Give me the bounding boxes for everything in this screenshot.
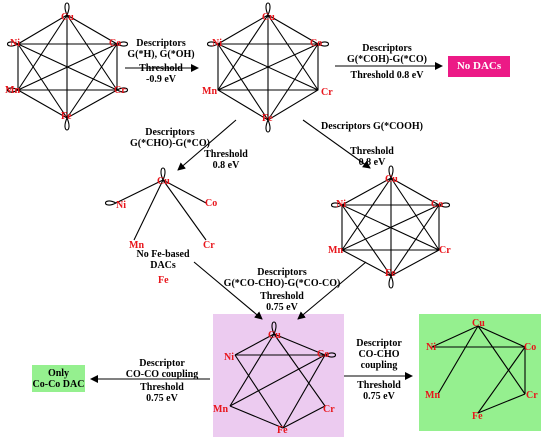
step4-line1: Descriptors G(*COOH) xyxy=(321,121,423,132)
cluster-6-cu: Cu xyxy=(472,318,485,329)
cluster-5-co: Co xyxy=(317,349,330,360)
cluster-3-cr: Cr xyxy=(203,240,215,251)
cluster-1-cr: Cr xyxy=(114,85,126,96)
cluster-3-cu: Cu xyxy=(157,176,170,187)
cluster-2-fe: Fe xyxy=(262,113,273,124)
cluster-6-cr: Cr xyxy=(526,390,538,401)
step6-line3: Threshold xyxy=(140,382,184,393)
step7-line3: coupling xyxy=(360,360,398,371)
cluster-1 xyxy=(6,2,129,131)
cluster-2-ni: Ni xyxy=(212,38,222,49)
step5-line2: G(*CO-CHO)-G(*CO-CO) xyxy=(223,278,341,289)
step4-line2: Threshold xyxy=(350,146,394,157)
step3-threshold: Threshold 0.8 eV xyxy=(200,149,252,171)
cluster-1-mn: Mn xyxy=(5,85,20,96)
only-co-co-text: Only Co-Co DAC xyxy=(32,368,85,390)
step1-text: Descriptors G(*H), G(*OH) Threshold -0.9… xyxy=(120,38,202,85)
cluster-4-cu: Cu xyxy=(385,174,398,185)
cluster-2-co: Co xyxy=(310,38,323,49)
cluster-4-mn: Mn xyxy=(328,245,343,256)
no-fe-line2: DACs xyxy=(150,260,176,271)
step7-line4: Threshold xyxy=(357,380,401,391)
cluster-6-co: Co xyxy=(524,342,537,353)
cluster-3-fe: Fe xyxy=(158,275,169,286)
step1-line2: G(*H), G(*OH) xyxy=(127,49,195,60)
cluster-5-ni: Ni xyxy=(224,352,234,363)
no-fe-based-text: No Fe-based DACs xyxy=(130,249,196,271)
cluster-2-cr: Cr xyxy=(321,87,333,98)
step2-line3: Threshold 0.8 eV xyxy=(350,70,424,81)
step2-line1: Descriptors xyxy=(362,43,412,54)
cluster-5-cu: Cu xyxy=(268,330,281,341)
only-co-co-box xyxy=(32,365,85,392)
cluster-1-ni: Ni xyxy=(10,38,20,49)
cluster-4 xyxy=(330,165,451,289)
step7-line5: 0.75 eV xyxy=(363,391,395,402)
flow-arrows xyxy=(90,62,443,383)
cluster-5 xyxy=(229,321,337,429)
step7-line1: Descriptor xyxy=(356,338,402,349)
only-line1: Only xyxy=(47,368,70,379)
step5-line4: 0.75 eV xyxy=(266,302,298,313)
step4-text: Descriptors G(*COOH) xyxy=(307,121,437,132)
step3-text: Descriptors G(*CHO)-G(*CO) xyxy=(118,127,222,149)
step7-text: Descriptor CO-CHO coupling xyxy=(346,338,412,371)
step5-text: Descriptors G(*CO-CHO)-G(*CO-CO) Thresho… xyxy=(208,267,356,313)
cluster-4-cr: Cr xyxy=(439,245,451,256)
cluster-3 xyxy=(104,167,207,241)
cluster-6-ni: Ni xyxy=(426,342,436,353)
step7-threshold: Threshold 0.75 eV xyxy=(346,380,412,402)
only-line2: Co-Co DAC xyxy=(32,379,85,390)
cluster-6 xyxy=(431,325,526,414)
step3-line2: G(*CHO)-G(*CO) xyxy=(130,138,210,149)
step5-line3: Threshold xyxy=(260,291,304,302)
green-result-panel xyxy=(419,314,541,431)
cluster-1-co: Co xyxy=(109,38,122,49)
no-dacs-box xyxy=(448,56,510,77)
step5-line1: Descriptors xyxy=(257,267,307,278)
cluster-2 xyxy=(206,2,330,133)
step6-line4: 0.75 eV xyxy=(146,393,178,404)
no-fe-line1: No Fe-based xyxy=(136,249,190,260)
step2-text: Descriptors G(*COH)-G(*CO) Threshold 0.8… xyxy=(335,43,439,81)
no-dacs-label: No DACs xyxy=(456,60,502,72)
cluster-5-mn: Mn xyxy=(213,404,228,415)
step1-line3: Threshold xyxy=(139,63,183,74)
cluster-5-fe: Fe xyxy=(277,425,288,436)
cluster-6-mn: Mn xyxy=(425,390,440,401)
step2-line2: G(*COH)-G(*CO) xyxy=(347,54,427,65)
cluster-2-cu: Cu xyxy=(262,12,275,23)
cluster-3-co: Co xyxy=(205,198,218,209)
step4-threshold: Threshold 0.8 eV xyxy=(346,146,398,168)
step1-line1: Descriptors xyxy=(136,38,186,49)
cluster-1-cu: Cu xyxy=(61,12,74,23)
cluster-5-cr: Cr xyxy=(323,404,335,415)
cluster-4-ni: Ni xyxy=(336,199,346,210)
cluster-4-fe: Fe xyxy=(385,268,396,279)
step3-line3: Threshold xyxy=(204,149,248,160)
cluster-6-fe: Fe xyxy=(472,411,483,422)
cluster-2-mn: Mn xyxy=(202,86,217,97)
step3-line4: 0.8 eV xyxy=(212,160,240,171)
cluster-4-co: Co xyxy=(431,199,444,210)
step7-line2: CO-CHO xyxy=(358,349,400,360)
step4-line3: 0.8 eV xyxy=(358,157,386,168)
pink-result-panel xyxy=(213,314,344,437)
cluster-1-fe: Fe xyxy=(61,111,72,122)
step1-line4: -0.9 eV xyxy=(146,74,176,85)
step6-text: Descriptor CO-CO coupling xyxy=(117,358,207,380)
step6-line1: Descriptor xyxy=(139,358,185,369)
step3-line1: Descriptors xyxy=(145,127,195,138)
step6-line2: CO-CO coupling xyxy=(125,369,199,380)
cluster-3-mn: Mn xyxy=(129,240,144,251)
step6-threshold: Threshold 0.75 eV xyxy=(117,382,207,404)
cluster-3-ni: Ni xyxy=(116,200,126,211)
